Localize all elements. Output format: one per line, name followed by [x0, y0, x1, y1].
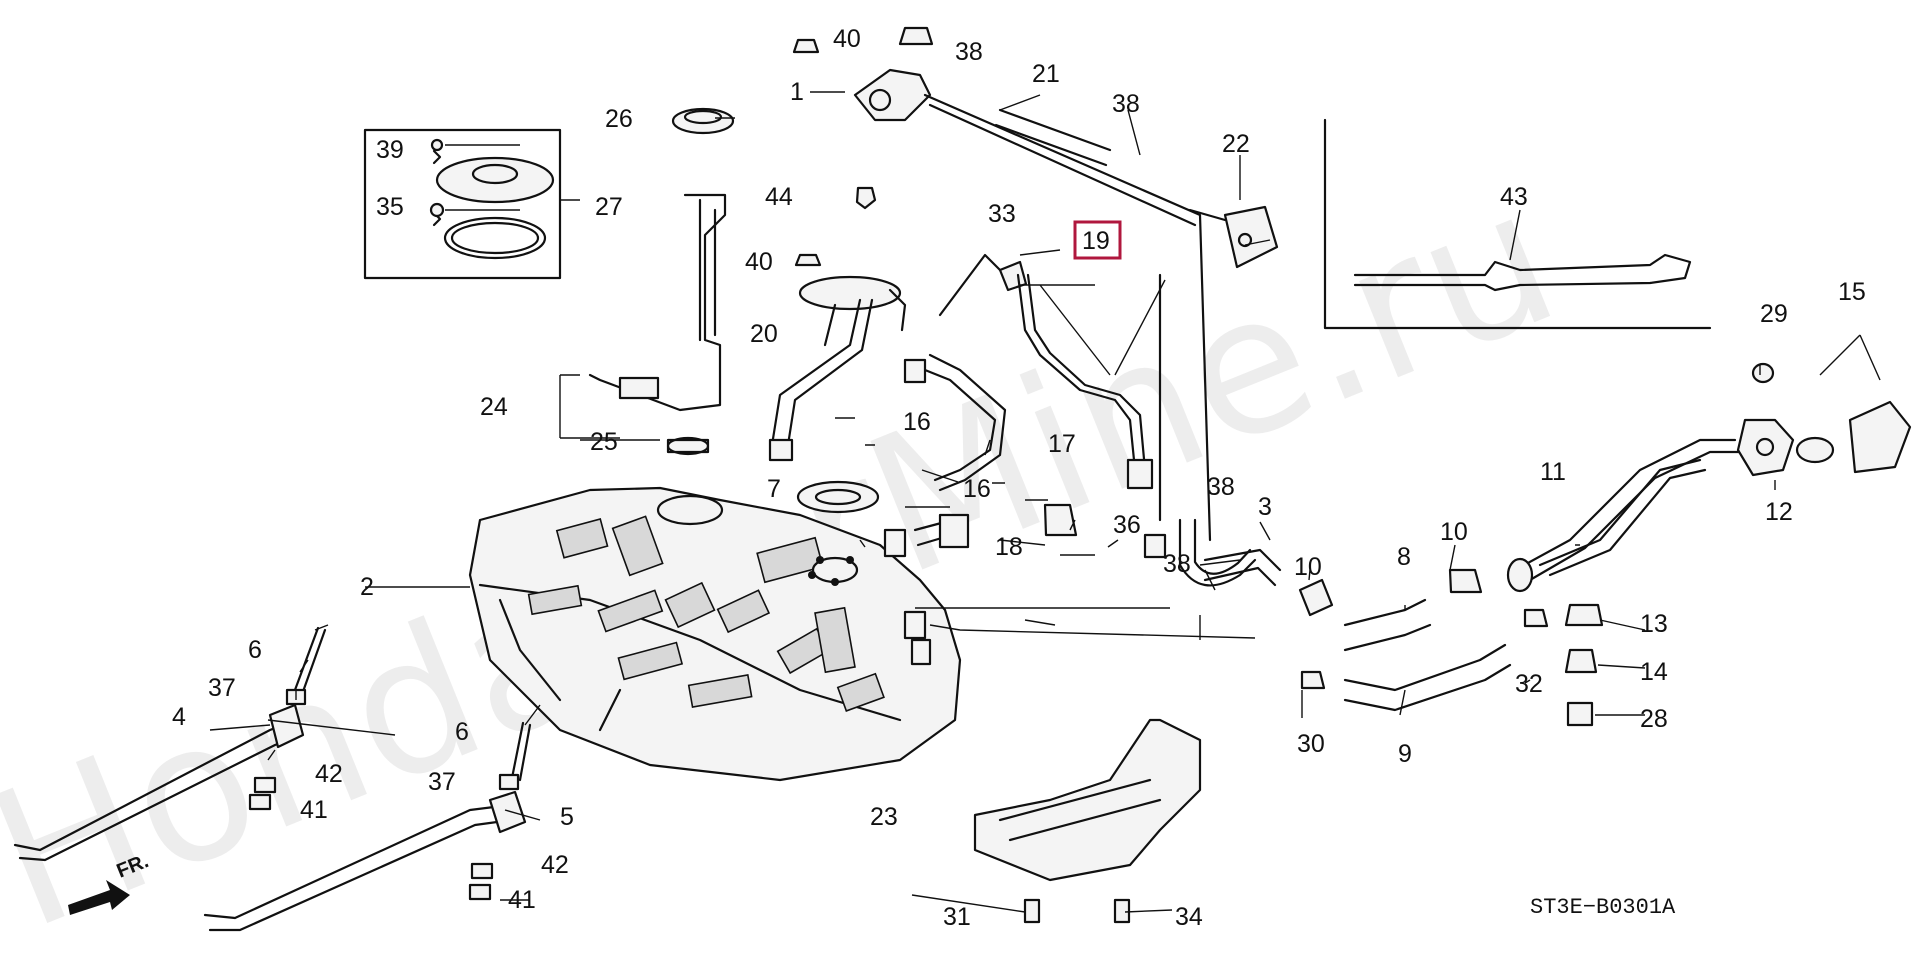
callout-7[interactable]: 7	[767, 475, 781, 503]
callout-1[interactable]: 1	[790, 78, 804, 106]
fuel-tank[interactable]	[468, 486, 962, 782]
callout-26[interactable]: 26	[605, 105, 633, 133]
callout-20[interactable]: 20	[750, 320, 778, 348]
callout-17[interactable]: 17	[1048, 430, 1076, 458]
callout-40-mid[interactable]: 40	[745, 248, 773, 276]
callout-10-left[interactable]: 10	[1294, 553, 1322, 581]
callout-29[interactable]: 29	[1760, 300, 1788, 328]
callout-19[interactable]: 19	[1082, 227, 1110, 255]
leader-lines	[209, 91, 1881, 913]
callout-28[interactable]: 28	[1640, 705, 1668, 733]
callout-24[interactable]: 24	[480, 393, 508, 421]
callout-18[interactable]: 18	[995, 533, 1023, 561]
callout-16-bottom[interactable]: 16	[963, 475, 991, 503]
callout-14[interactable]: 14	[1640, 658, 1668, 686]
filler-neck[interactable]	[1178, 362, 1912, 727]
callout-15[interactable]: 15	[1838, 278, 1866, 306]
sender-kit-box	[363, 128, 562, 280]
fuel-gauge-sender[interactable]	[363, 107, 735, 456]
callout-42-left[interactable]: 42	[315, 760, 343, 788]
callout-30[interactable]: 30	[1297, 730, 1325, 758]
callout-12[interactable]: 12	[1765, 498, 1793, 526]
fuel-pump[interactable]	[768, 38, 907, 462]
callout-43[interactable]: 43	[1500, 183, 1528, 211]
callout-3[interactable]: 3	[1258, 493, 1272, 521]
inset-detail	[1323, 118, 1712, 330]
callout-38-d[interactable]: 38	[1163, 550, 1191, 578]
pump-hardware[interactable]	[796, 253, 1078, 558]
callout-23[interactable]: 23	[870, 803, 898, 831]
callout-2[interactable]: 2	[360, 573, 374, 601]
tank-straps[interactable]	[13, 626, 532, 932]
callout-32[interactable]: 32	[1515, 670, 1543, 698]
callout-38-c[interactable]: 38	[1207, 473, 1235, 501]
callout-38-a[interactable]: 38	[955, 38, 983, 66]
callout-41-left[interactable]: 41	[300, 796, 328, 824]
callout-40-top[interactable]: 40	[833, 25, 861, 53]
callout-8[interactable]: 8	[1397, 543, 1411, 571]
callout-34[interactable]: 34	[1175, 903, 1203, 931]
callout-35[interactable]: 35	[376, 193, 404, 221]
callout-27[interactable]: 27	[595, 193, 623, 221]
callout-38-b[interactable]: 38	[1112, 90, 1140, 118]
callout-21[interactable]: 21	[1032, 60, 1060, 88]
diagram-code: ST3E−B0301A	[1530, 895, 1676, 920]
callout-16-top[interactable]: 16	[903, 408, 931, 436]
highlight-box	[1073, 220, 1122, 260]
callout-41-right[interactable]: 41	[508, 886, 536, 914]
callout-13[interactable]: 13	[1640, 610, 1668, 638]
callout-36[interactable]: 36	[1113, 511, 1141, 539]
callout-31[interactable]: 31	[943, 903, 971, 931]
callout-37-top[interactable]: 37	[208, 674, 236, 702]
tank-guard[interactable]	[973, 718, 1202, 924]
callout-39[interactable]: 39	[376, 136, 404, 164]
callout-44[interactable]: 44	[765, 183, 793, 211]
callouts: 1 2 3 4 5 6 6 7 8 9 10 10 11 12 13 14 15…	[172, 25, 1866, 931]
callout-33[interactable]: 33	[988, 200, 1016, 228]
breather-hose[interactable]	[1016, 273, 1167, 559]
fuel-valve[interactable]	[853, 26, 1279, 542]
callout-25[interactable]: 25	[590, 428, 618, 456]
callout-5[interactable]: 5	[560, 803, 574, 831]
callout-11[interactable]: 11	[1540, 458, 1566, 486]
callout-6-bottom[interactable]: 6	[455, 718, 469, 746]
callout-4[interactable]: 4	[172, 703, 186, 731]
callout-6-top[interactable]: 6	[248, 636, 262, 664]
callout-10-right[interactable]: 10	[1440, 518, 1468, 546]
callout-37-bottom[interactable]: 37	[428, 768, 456, 796]
callout-9[interactable]: 9	[1398, 740, 1412, 768]
callout-22[interactable]: 22	[1222, 130, 1250, 158]
callout-42-right[interactable]: 42	[541, 851, 569, 879]
